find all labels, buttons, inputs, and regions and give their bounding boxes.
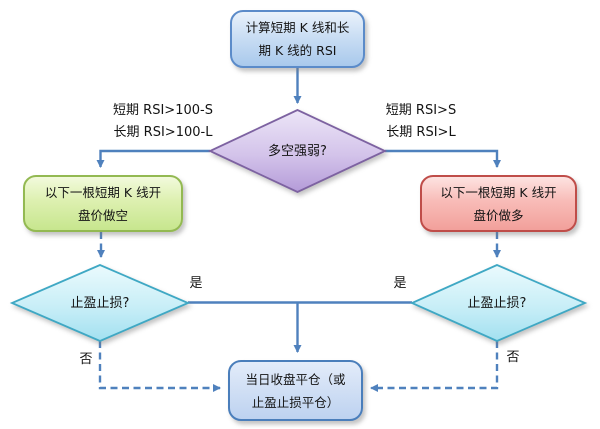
edge-no-left-to-close (98, 341, 221, 392)
solid-connectors (96, 68, 501, 353)
node-short-entry: 以下一根短期 K 线开 盘价做空 (23, 175, 183, 232)
right-condition-label: 短期 RSI>S 长期 RSI>L (351, 100, 491, 144)
node-short-entry-line1: 以下一根短期 K 线开 (44, 184, 162, 200)
no-left-label: 否 (79, 352, 93, 367)
decision-main-diamond (207, 109, 388, 193)
node-start-line2: 期 K 线的 RSI (258, 43, 337, 58)
left-condition-line1: 短期 RSI>100-S (113, 103, 213, 118)
decision-main-label: 多空强弱? (268, 144, 327, 159)
yes-left-label: 是 (189, 276, 203, 291)
decision-left-diamond (9, 264, 191, 342)
node-close: 当日收盘平仓（或 止盈止损平仓） (228, 360, 363, 421)
node-start-line1: 计算短期 K 线和长 (245, 20, 350, 35)
node-close-line1: 当日收盘平仓（或 (245, 371, 346, 387)
node-short-entry-line2: 盘价做空 (77, 207, 128, 223)
decision-left-label: 止盈止损? (70, 296, 130, 311)
edge-decision-to-short (96, 149, 210, 168)
left-condition-label: 短期 RSI>100-S 长期 RSI>100-L (83, 100, 243, 144)
decision-right-diamond (409, 264, 588, 342)
left-condition-line2: 长期 RSI>100-L (113, 125, 213, 140)
edge-decision-to-long (385, 149, 501, 168)
decision-right-label: 止盈止损? (467, 296, 527, 311)
node-long-entry-line2: 盘价做多 (473, 207, 524, 223)
right-condition-line2: 长期 RSI>L (386, 125, 456, 140)
node-long-entry: 以下一根短期 K 线开 盘价做多 (420, 175, 577, 232)
node-long-entry-line1: 以下一根短期 K 线开 (440, 184, 557, 200)
dashed-connectors (97, 232, 501, 392)
no-right-label: 否 (506, 350, 520, 365)
right-condition-line1: 短期 RSI>S (385, 103, 457, 118)
node-close-line2: 止盈止损平仓） (251, 394, 340, 410)
yes-right-label: 是 (393, 276, 407, 291)
node-start: 计算短期 K 线和长 期 K 线的 RSI (230, 10, 365, 68)
edge-no-right-to-close (370, 341, 499, 392)
